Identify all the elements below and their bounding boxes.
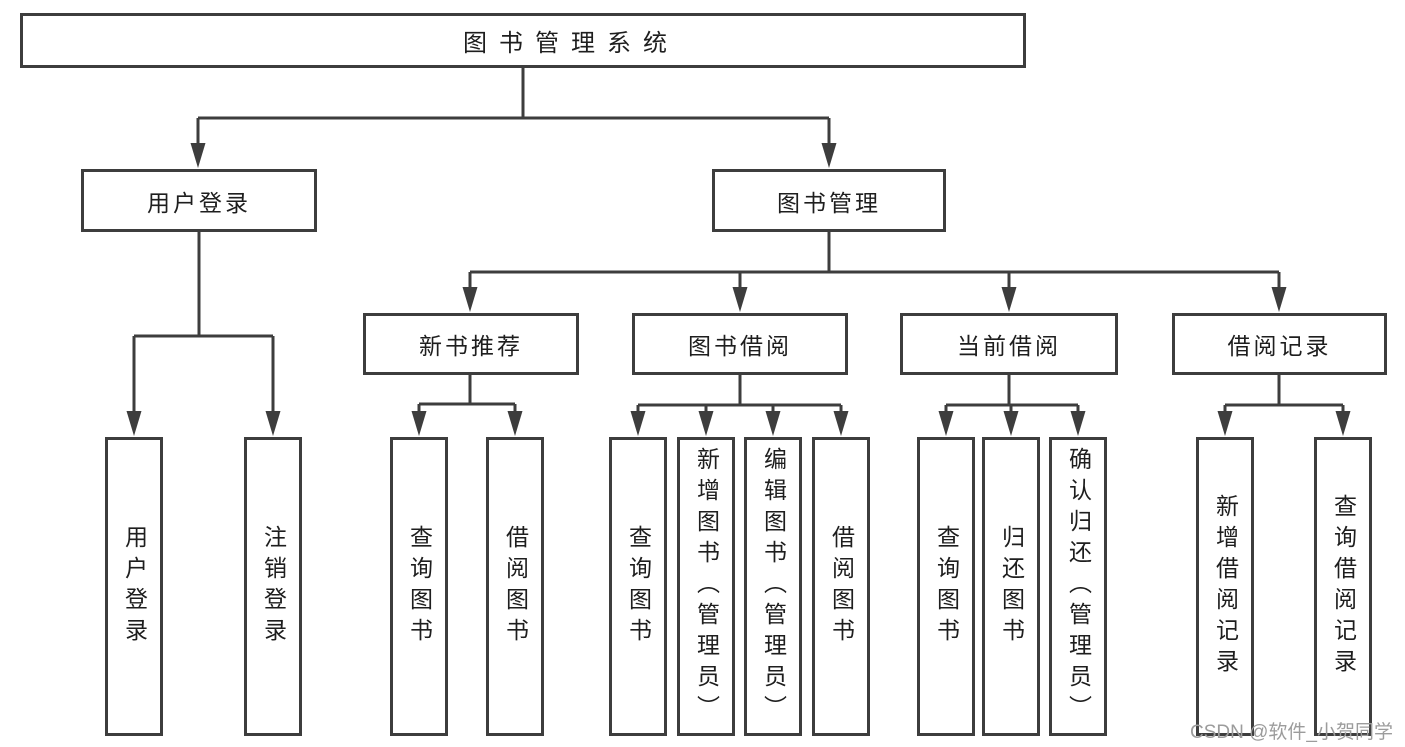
node-leaf-logout: 注销登录 [244,437,302,736]
node-book-mgmt: 图书管理 [712,169,946,232]
node-leaf-cb-query-books: 查询图书 [917,437,975,736]
node-leaf-label: 查询图书 [625,524,652,649]
node-leaf-label: 用户登录 [121,524,148,649]
node-leaf-br-query-record: 查询借阅记录 [1314,437,1372,736]
connector-user-login-children [126,232,281,436]
node-user-login: 用户登录 [81,169,317,232]
node-leaf-bb-query-books: 查询图书 [609,437,667,736]
node-new-books-label: 新书推荐 [419,333,523,359]
node-user-login-label: 用户登录 [147,189,251,216]
node-leaf-label: 借阅图书 [828,524,855,649]
node-leaf-bb-edit-books-admin: 编辑图书（管理员） [744,437,802,736]
node-book-borrow: 图书借阅 [632,313,848,375]
node-root: 图书管理系统 [20,13,1026,68]
node-leaf-bb-borrow-books: 借阅图书 [812,437,870,736]
node-book-mgmt-label: 图书管理 [777,189,881,216]
node-current-borrow-label: 当前借阅 [957,333,1061,359]
node-book-borrow-label: 图书借阅 [688,333,792,359]
watermark: CSDN @软件_小贺同学 [1190,722,1393,743]
node-leaf-nb-borrow-books: 借阅图书 [486,437,544,736]
node-leaf-cb-return-books: 归还图书 [982,437,1040,736]
node-leaf-cb-confirm-return-admin: 确认归还（管理员） [1049,437,1107,736]
connector-borrow-records-children [1217,375,1351,436]
node-leaf-label: 新增借阅记录 [1212,493,1239,680]
node-current-borrow: 当前借阅 [900,313,1118,375]
node-leaf-label: 查询图书 [406,524,433,649]
connector-root-to-level2 [190,68,837,168]
connector-new-books-children [411,375,523,436]
connector-current-borrow-children [938,375,1086,436]
connector-book-mgmt-children [462,232,1287,312]
connector-book-borrow-children [630,375,849,436]
node-leaf-user-login: 用户登录 [105,437,163,736]
node-leaf-label: 确认归还（管理员） [1065,447,1092,726]
node-leaf-br-add-record: 新增借阅记录 [1196,437,1254,736]
node-leaf-label: 归还图书 [998,524,1025,649]
node-root-label: 图书管理系统 [463,30,679,57]
node-new-books: 新书推荐 [363,313,579,375]
node-leaf-label: 新增图书（管理员） [693,447,720,726]
node-leaf-label: 借阅图书 [502,524,529,649]
node-leaf-bb-add-books-admin: 新增图书（管理员） [677,437,735,736]
node-borrow-records-label: 借阅记录 [1227,333,1332,359]
node-leaf-label: 注销登录 [260,524,287,649]
node-leaf-label: 查询借阅记录 [1330,493,1357,680]
node-leaf-nb-query-books: 查询图书 [390,437,448,736]
node-leaf-label: 查询图书 [933,524,960,649]
node-borrow-records: 借阅记录 [1172,313,1387,375]
node-leaf-label: 编辑图书（管理员） [760,447,787,726]
